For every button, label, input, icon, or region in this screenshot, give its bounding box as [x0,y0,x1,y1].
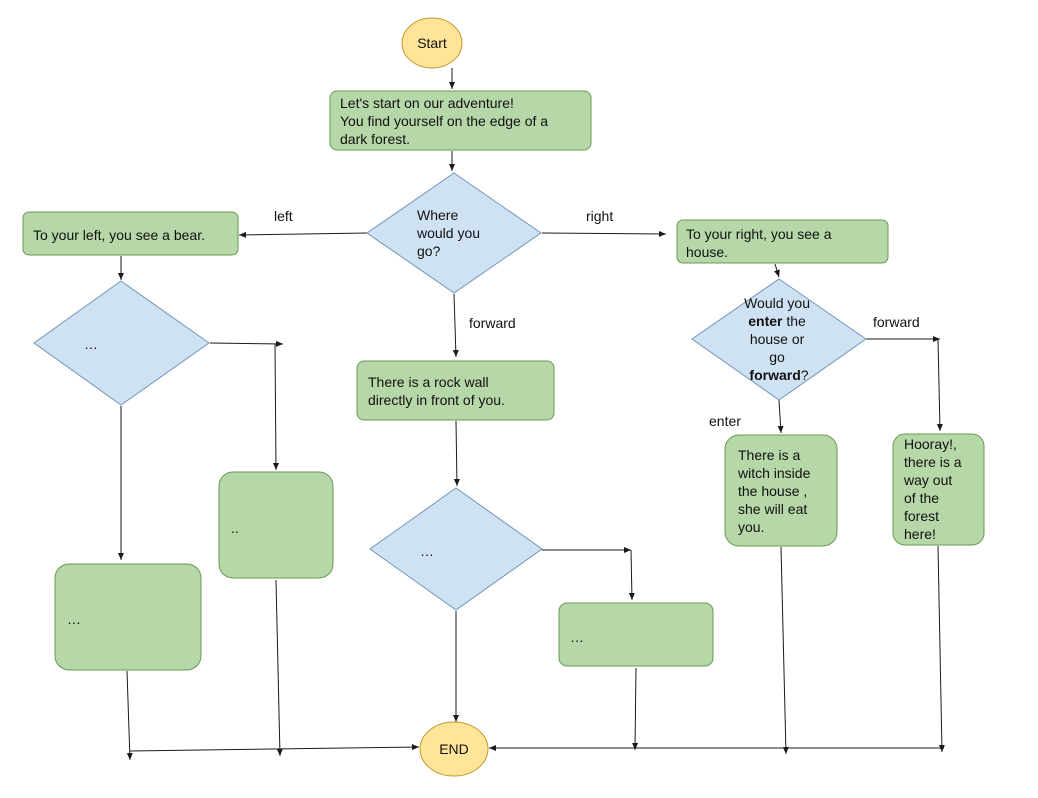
svg-text:Hooray!, there is a: Hooray!, there is a way out of the fores… [903,436,965,542]
connector-center-box-down [632,667,639,751]
hooray-line-6: here! [904,526,936,542]
bear-box: To your left, you see a bear. [22,211,239,256]
rock-wall-line-2: directly in front of you. [368,392,505,408]
connector-center-down-to-box [628,549,635,601]
connector-left-decision-right [209,340,284,347]
house-q-line-2-rest: the [782,313,806,329]
connector-forward-down-to-hooray [936,338,943,432]
left-box-b-text: .. [231,520,239,536]
hooray-line-1: Hooray!, [904,436,957,452]
intro-line-2: You find yourself on the edge of a [340,113,548,129]
svg-text:Where would you go: Where would you go? [416,207,484,259]
choice-line-1: Where [417,207,458,223]
hooray-line-4: of the [904,490,939,506]
connector-bottom-left-to-end [129,744,420,752]
edge-label-left: left [274,208,293,224]
witch-line-2: witch inside [737,465,811,481]
house-q-forward: forward [749,367,800,383]
left-box-b: .. [218,471,334,579]
witch-line-5: you. [738,519,764,535]
witch-line-3: the house , [738,483,807,499]
connector-hooray-down [937,545,945,753]
connector-choice-forward [452,293,459,358]
edge-label-right: right [586,208,613,224]
direction-decision: Where would you go? [366,172,542,294]
center-box: … [558,602,714,667]
end-label: END [439,741,469,757]
center-decision: … [369,487,543,611]
connector-left-down-to-box-b [272,343,279,471]
connectors [118,68,945,761]
end-node: END [419,721,489,777]
svg-text:There is a witch inside: There is a witch inside the house , she … [737,447,814,535]
connector-left-box-a-down [126,670,133,761]
connector-question-enter [777,399,784,434]
connector-choice-left [238,231,368,238]
house-line-2: house. [686,244,728,260]
hooray-line-2: there is a [904,454,962,470]
left-decision-text: … [84,336,98,352]
house-box: To your right, you see a house. [676,219,889,264]
intro-box: Let's start on our adventure! You find y… [329,90,592,151]
house-decision: Would you enter the house or go forward? [691,278,867,401]
start-label: Start [417,35,447,51]
witch-box: There is a witch inside the house , she … [724,434,838,547]
house-q-line-1: Would you [744,295,810,311]
hooray-line-3: way out [903,472,952,488]
hooray-line-5: forest [904,508,939,524]
intro-line-1: Let's start on our adventure! [340,95,514,111]
left-decision: … [33,280,210,406]
edge-label-enter: enter [709,413,741,429]
connector-house-to-question [774,263,780,278]
center-box-text: … [570,629,584,645]
hooray-box: Hooray!, there is a way out of the fores… [892,433,985,546]
connector-choice-right [541,230,667,237]
house-q-enter: enter [748,313,783,329]
house-q-line-3: house or [750,331,805,347]
witch-line-4: she will eat [738,501,807,517]
intro-line-3: dark forest. [340,131,410,147]
bear-text: To your left, you see a bear. [33,227,205,243]
house-q-line-4: go [769,349,785,365]
svg-text:There is a rock wall dir: There is a rock wall directly in front o… [368,374,505,408]
svg-text:To your right, you see a: To your right, you see a house. [686,226,835,260]
house-line-1: To your right, you see a [686,226,832,242]
connector-rockwall-to-decision [453,420,460,487]
svg-text:Would you enter the: Would you enter the house or go forward? [744,295,814,383]
left-box-a: … [54,563,202,671]
center-decision-text: … [420,543,434,559]
rock-wall-box: There is a rock wall directly in front o… [356,360,555,421]
witch-line-1: There is a [738,447,800,463]
rock-wall-line-1: There is a rock wall [368,374,489,390]
svg-text:Let's start on our adventure!: Let's start on our adventure! You find y… [340,95,552,147]
house-q-line-5-rest: ? [801,367,809,383]
edge-label-forward-house: forward [873,314,920,330]
left-box-a-text: … [67,611,81,627]
edge-label-forward: forward [469,315,516,331]
start-node: Start [401,17,463,69]
choice-line-2: would you [416,225,480,241]
connector-witch-down [780,546,789,755]
choice-line-3: go? [417,243,441,259]
connector-left-box-b-down [275,579,283,757]
